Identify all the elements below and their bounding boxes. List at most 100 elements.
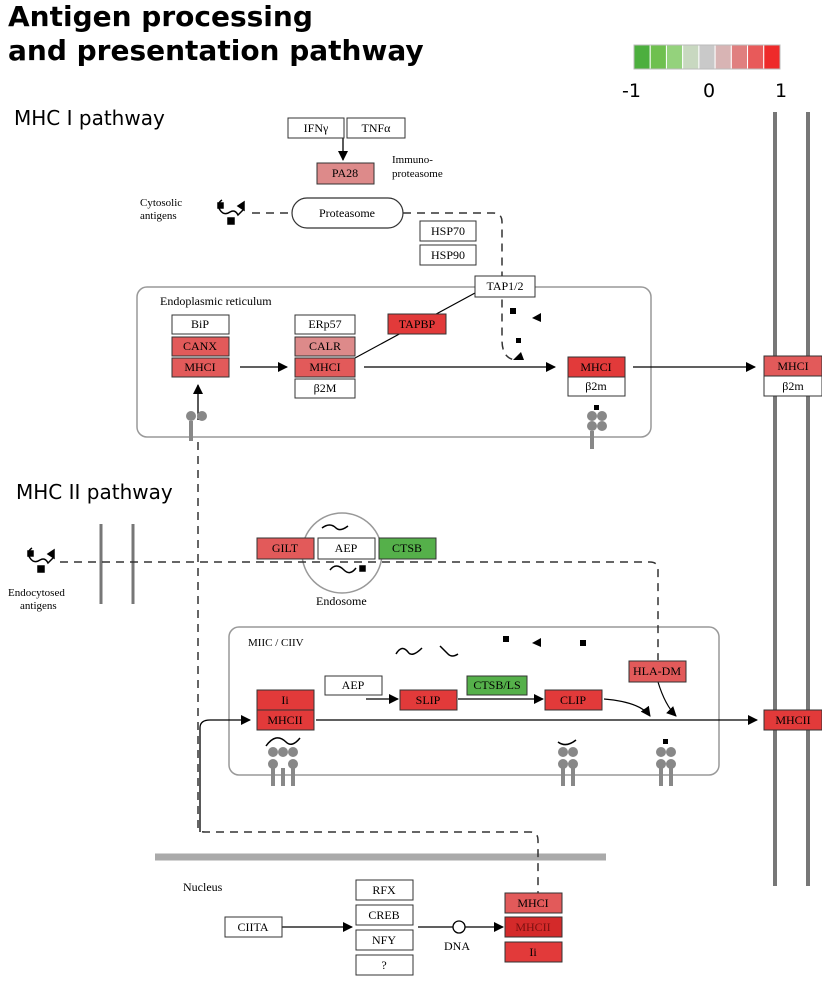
scale-swatch — [763, 44, 781, 70]
er-compartment — [136, 286, 652, 438]
immuno-label-2: proteasome — [392, 168, 443, 180]
box-calr-label: CALR — [309, 339, 341, 353]
box-nfy: NFY — [355, 929, 414, 951]
box-nfy-label: NFY — [372, 933, 396, 947]
box-unknown-label: ? — [381, 958, 386, 972]
miic-compartment — [228, 626, 720, 776]
box-mhci-er3: MHCI — [567, 356, 626, 378]
miic-receptor-icon-2 — [557, 739, 578, 786]
box-bip: BiP — [171, 314, 230, 335]
box-b2m-surface-label: β2m — [782, 379, 804, 393]
box-calr: CALR — [294, 336, 356, 357]
color-scale — [633, 44, 781, 70]
miic-receptor-icon-1 — [265, 737, 301, 786]
box-ctsbls: CTSB/LS — [466, 675, 528, 696]
miic-fragments-icon — [503, 636, 586, 647]
box-clip-label: CLIP — [560, 693, 586, 707]
proteasome-to-er-path — [403, 212, 516, 361]
mhc2-heading: MHC II pathway — [16, 480, 173, 504]
endosome-antigen-icon — [321, 524, 366, 574]
box-mhci-nucleus: MHCI — [504, 892, 563, 914]
scale-max-label: 1 — [775, 80, 788, 102]
box-tap-label: TAP1/2 — [486, 279, 523, 293]
box-hsp90: HSP90 — [419, 244, 477, 266]
scale-swatch — [714, 44, 732, 70]
scale-swatch — [730, 44, 749, 70]
box-hsp90-label: HSP90 — [431, 248, 465, 262]
box-hladm-label: HLA-DM — [633, 664, 681, 678]
box-rfx-label: RFX — [372, 883, 396, 897]
cytosolic-label-2: antigens — [140, 210, 177, 222]
scale-swatch — [665, 44, 684, 70]
nucleus-to-er-path — [197, 442, 539, 893]
page-title: Antigen processing and presentation path… — [8, 0, 424, 68]
box-ciita-label: CIITA — [237, 920, 268, 934]
box-mhci-nucleus-label: MHCI — [517, 896, 548, 910]
box-b2m-surface: β2m — [763, 375, 822, 397]
box-ctsb-label: CTSB — [392, 541, 422, 555]
box-b2m-er3-label: β2m — [585, 379, 607, 393]
endocytosed-label-2: antigens — [20, 600, 57, 612]
box-mhcii-miic: MHCII — [256, 709, 315, 731]
scale-min-label: -1 — [622, 80, 641, 102]
box-gilt: GILT — [256, 537, 315, 560]
box-hsp70: HSP70 — [419, 220, 477, 242]
proteasome-node — [291, 197, 404, 229]
box-bip-label: BiP — [191, 317, 209, 331]
box-rfx: RFX — [355, 879, 414, 901]
box-mhci-er2-label: MHCI — [309, 360, 340, 374]
box-tnfa-label: TNFα — [362, 121, 392, 135]
box-slip-label: SLIP — [416, 693, 441, 707]
box-canx: CANX — [171, 336, 230, 357]
proteasome-label: Proteasome — [319, 206, 375, 220]
er-mhci-receptor-icon — [587, 405, 607, 449]
clip-arrow — [603, 698, 651, 717]
box-aep-endo: AEP — [317, 537, 376, 560]
endocytosed-label-1: Endocytosed — [8, 587, 65, 599]
scale-border — [633, 44, 781, 70]
box-ifny: IFNγ — [287, 117, 345, 139]
box-ctsb: CTSB — [378, 537, 437, 560]
immuno-label-1: Immuno- — [392, 154, 433, 166]
endocytosed-antigen-icon — [27, 547, 55, 573]
endocytosis-path — [60, 561, 659, 660]
box-clip: CLIP — [544, 689, 603, 711]
box-mhci-er1: MHCI — [171, 357, 230, 378]
box-creb: CREB — [355, 904, 414, 926]
box-mhcii-surface-label: MHCII — [775, 713, 810, 727]
box-hsp70-label: HSP70 — [431, 224, 465, 238]
er-receptor-icon — [186, 411, 207, 441]
mhc1-heading: MHC I pathway — [14, 106, 165, 130]
box-slip: SLIP — [399, 689, 458, 711]
box-b2m: β2M — [294, 378, 356, 399]
box-aep-miic: AEP — [324, 675, 383, 696]
box-creb-label: CREB — [368, 908, 399, 922]
miic-receptor-icon-3 — [656, 739, 676, 786]
scale-swatch — [747, 44, 765, 70]
cytosolic-label-1: Cytosolic — [140, 197, 182, 209]
box-ii: Ii — [256, 689, 315, 711]
er-label: Endoplasmic reticulum — [160, 294, 272, 308]
peptide-fragments-icon — [510, 308, 541, 360]
box-aep-miic-label: AEP — [342, 678, 365, 692]
box-ii-nucleus-label: Ii — [529, 945, 537, 959]
cytosolic-antigen-icon — [217, 199, 245, 225]
miic-label: MIIC / CIIV — [248, 637, 304, 649]
box-canx-label: CANX — [183, 339, 217, 353]
hladm-arrow — [657, 681, 677, 717]
dna-node — [452, 920, 466, 934]
box-mhci-er3-label: MHCI — [580, 360, 611, 374]
box-tapbp: TAPBP — [387, 313, 447, 335]
box-mhcii-nucleus-label: MHCII — [515, 920, 550, 934]
box-aep-endo-label: AEP — [335, 541, 358, 555]
box-tapbp-label: TAPBP — [399, 317, 436, 331]
box-pa28: PA28 — [316, 162, 375, 185]
title-line-1: Antigen processing — [8, 0, 313, 33]
box-gilt-label: GILT — [272, 541, 299, 555]
box-mhci-er1-label: MHCI — [184, 360, 215, 374]
miic-antigen-squiggles-icon — [395, 645, 459, 657]
box-b2m-er3: β2m — [567, 376, 626, 397]
box-mhcii-surface: MHCII — [763, 709, 822, 731]
box-ciita: CIITA — [224, 916, 283, 938]
